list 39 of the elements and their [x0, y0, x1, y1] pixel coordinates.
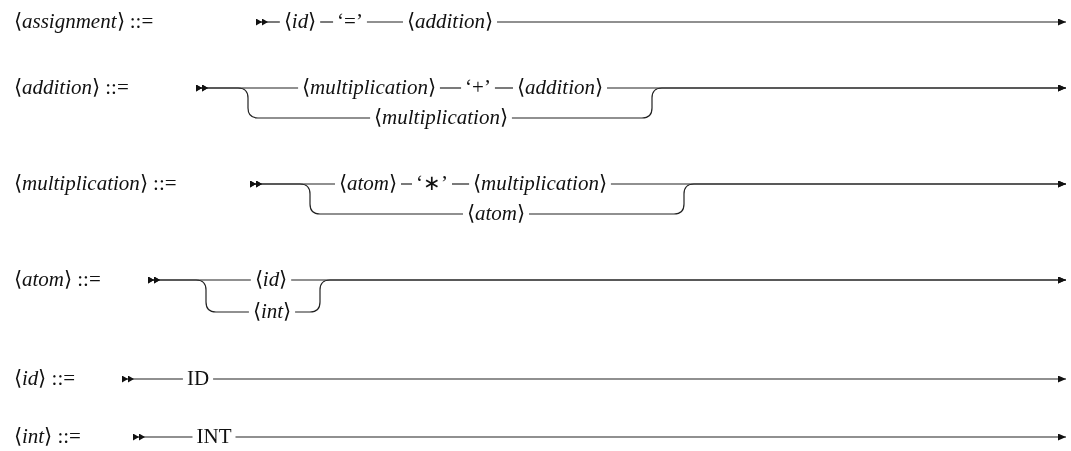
railroad-line [496, 18, 1067, 26]
rule-name: ⟨atom⟩ ::= [14, 268, 101, 292]
railroad-line [494, 87, 514, 89]
grammar-symbol: ⟨addition⟩ [513, 76, 607, 100]
railroad-line [366, 21, 404, 23]
grammar-symbol: ⟨multiplication⟩ [298, 76, 440, 100]
rule-name: ⟨assignment⟩ ::= [14, 10, 154, 34]
grammar-symbol: ⟨atom⟩ [335, 172, 401, 196]
rule-name: ⟨id⟩ ::= [14, 367, 76, 391]
railroad-line [439, 87, 462, 89]
railroad-line [255, 18, 281, 26]
grammar-symbol: ⟨atom⟩ [463, 202, 529, 226]
rule-name: ⟨int⟩ ::= [14, 425, 81, 449]
railroad-line [212, 375, 1067, 383]
grammar-symbol: ‘=’ [333, 10, 367, 34]
railroad-line [400, 183, 413, 185]
grammar-symbol: ⟨id⟩ [250, 268, 292, 292]
grammar-symbol: ⟨multiplication⟩ [469, 172, 611, 196]
grammar-symbol: ⟨id⟩ [279, 10, 321, 34]
rule-name: ⟨addition⟩ ::= [14, 76, 129, 100]
railroad-line [249, 180, 464, 215]
grammar-symbol: ⟨int⟩ [248, 300, 296, 324]
railroad-line [147, 276, 250, 313]
railroad-line [195, 84, 371, 119]
railroad-line [451, 183, 470, 185]
rule-name: ⟨multiplication⟩ ::= [14, 172, 177, 196]
railroad-line [132, 433, 194, 441]
grammar-symbol: INT [192, 425, 236, 449]
grammar-symbol: ⟨multiplication⟩ [370, 106, 512, 130]
railroad-line [511, 84, 1067, 119]
railroad-line [319, 21, 334, 23]
railroad-line [121, 375, 184, 383]
railroad-line [528, 180, 1067, 215]
grammar-symbol: ID [182, 367, 214, 391]
grammar-symbol: ⟨addition⟩ [403, 10, 497, 34]
railroad-line [234, 433, 1067, 441]
railroad-line [294, 276, 1067, 313]
grammar-symbol: ‘+’ [461, 76, 495, 100]
grammar-symbol: ‘∗’ [412, 172, 452, 196]
